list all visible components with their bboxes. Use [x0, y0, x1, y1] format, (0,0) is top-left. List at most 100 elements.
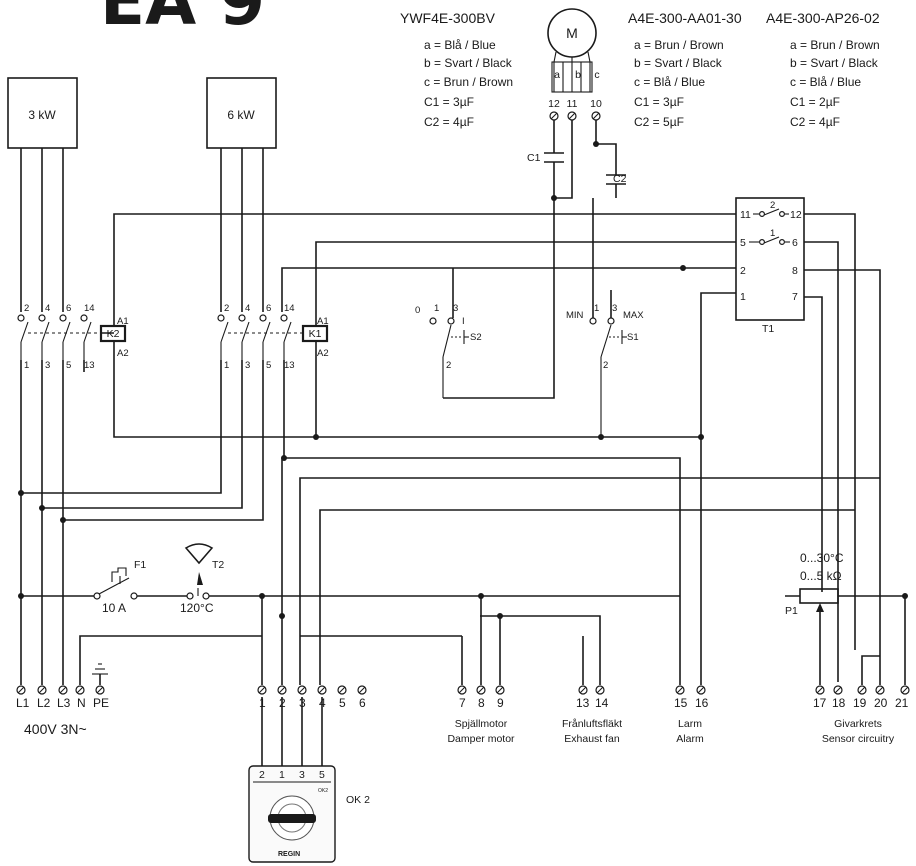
- relay-t1: 11 5 2 1 12 6 8 7 T1 2 1: [735, 197, 805, 335]
- terminal-screw-slot: [816, 686, 824, 694]
- model-name: A4E-300-AP26-02: [766, 10, 880, 26]
- ok2-terminal: 5: [319, 769, 325, 781]
- switch-s2: 0 1 3 I 2 S2: [415, 303, 482, 398]
- t1-terminal: 12: [790, 209, 802, 221]
- k2-bottom-terminal: 3: [45, 360, 50, 371]
- k1-bottom-terminal: 13: [284, 360, 295, 371]
- model-table-3: A4E-300-AP26-02 a = Brun / Brown b = Sva…: [766, 10, 880, 129]
- motor-terminal: 12: [548, 98, 560, 110]
- terminal-number: 2: [279, 696, 286, 710]
- k2-a2: A2: [117, 348, 129, 359]
- terminal-number: 13: [576, 696, 590, 710]
- sensor-resistance-range: 0...5 kΩ: [800, 569, 842, 583]
- model-wire-c: c = Blå / Blue: [790, 75, 861, 89]
- t1-contact-label: 2: [770, 200, 775, 211]
- s2-name: S2: [470, 332, 482, 343]
- s2-label: 2: [446, 360, 451, 371]
- terminal-screws: [16, 685, 910, 695]
- t1-terminal: 8: [792, 265, 798, 277]
- model-name: A4E-300-AA01-30: [628, 10, 742, 26]
- k2-coil-label: K2: [107, 328, 120, 340]
- k1-a1: A1: [317, 316, 329, 327]
- t1-terminal: 7: [792, 291, 798, 303]
- model-c2: C2 = 4µF: [790, 115, 840, 129]
- t1-terminal: 11: [740, 209, 751, 221]
- k2-a1: A1: [117, 316, 129, 327]
- capacitor-c1: C1: [527, 120, 564, 198]
- t1-terminal: 6: [792, 237, 798, 249]
- ok2-small-label: OK2: [318, 788, 328, 794]
- terminal-screw-slot: [496, 686, 504, 694]
- model-wire-c: c = Blå / Blue: [634, 75, 705, 89]
- terminal-supply: L3: [57, 696, 71, 710]
- circuit-wires: [20, 198, 906, 766]
- terminal-screw-slot: [338, 686, 346, 694]
- diagram-title: EA 9: [100, 0, 265, 40]
- k2-bottom-terminal: 13: [84, 360, 95, 371]
- terminal-number: 9: [497, 696, 504, 710]
- group-caption-sv: Frånluftsfläkt: [562, 718, 622, 730]
- ok2-brand: REGIN: [278, 851, 300, 858]
- model-wire-b: b = Svart / Black: [790, 56, 879, 70]
- k1-top-terminal: 6: [266, 303, 271, 314]
- k2-top-terminal: 4: [45, 303, 50, 314]
- model-c2: C2 = 5µF: [634, 115, 684, 129]
- t1-name: T1: [762, 323, 774, 335]
- model-c1: C1 = 2µF: [790, 95, 840, 109]
- group-caption-sv: Larm: [678, 718, 702, 730]
- model-table-2: A4E-300-AA01-30 a = Brun / Brown b = Sva…: [628, 10, 742, 129]
- terminal-number: 5: [339, 696, 346, 710]
- terminal-screw-slot: [96, 686, 104, 694]
- capacitor-label: C1: [527, 152, 541, 164]
- terminal-supply: N: [77, 696, 86, 710]
- k1-bottom-terminal: 5: [266, 360, 271, 371]
- motor-symbol: M: [566, 25, 578, 41]
- group-caption-sv: Spjällmotor: [455, 718, 508, 730]
- model-name: YWF4E-300BV: [400, 10, 496, 26]
- supply-label: 400V 3N~: [24, 721, 87, 737]
- motor-wire-c: c: [594, 69, 599, 81]
- terminal-number: 8: [478, 696, 485, 710]
- group-caption-en: Alarm: [676, 733, 704, 745]
- motor-terminal: 10: [590, 98, 602, 110]
- t1-terminal: 1: [740, 291, 746, 303]
- terminal-supply: PE: [93, 696, 109, 710]
- motor-wire-a: a: [554, 69, 560, 81]
- terminal-number: 4: [319, 696, 326, 710]
- thermostat-t2: T2 120°C: [180, 543, 224, 615]
- k1-top-terminal: 14: [284, 303, 295, 314]
- terminal-screw-slot: [858, 686, 866, 694]
- terminal-number: 7: [459, 696, 466, 710]
- terminal-screw-slot: [596, 686, 604, 694]
- heater-6kw: 6 kW: [206, 77, 277, 149]
- group-caption-en: Exhaust fan: [564, 733, 620, 745]
- s1-label: 2: [603, 360, 608, 371]
- model-wire-a: a = Brun / Brown: [634, 38, 724, 52]
- terminal-supply: L1: [16, 696, 30, 710]
- terminal-number: 16: [695, 696, 709, 710]
- terminal-screw-slot: [458, 686, 466, 694]
- model-c2: C2 = 4µF: [424, 115, 474, 129]
- terminal-supply: L2: [37, 696, 51, 710]
- t1-terminal: 5: [740, 237, 746, 249]
- terminal-screw-slot: [477, 686, 485, 694]
- ok2-terminal: 1: [279, 769, 285, 781]
- group-caption-en: Sensor circuitry: [822, 733, 895, 745]
- s1-label: 3: [612, 303, 617, 314]
- terminal-screw-slot: [358, 686, 366, 694]
- terminal-number: 14: [595, 696, 609, 710]
- model-wire-a: a = Brun / Brown: [790, 38, 880, 52]
- terminal-number: 6: [359, 696, 366, 710]
- k2-top-terminal: 2: [24, 303, 29, 314]
- terminal-screw-slot: [876, 686, 884, 694]
- s1-name: S1: [627, 332, 639, 343]
- terminal-number: 15: [674, 696, 688, 710]
- ok2-name: OK 2: [346, 794, 370, 806]
- sensor-name: P1: [785, 605, 798, 617]
- terminal-screw-slot: [901, 686, 909, 694]
- terminal-screw-slot: [676, 686, 684, 694]
- terminal-screw-slot: [258, 686, 266, 694]
- terminal-screw-slot: [59, 686, 67, 694]
- thermostat-temp: 120°C: [180, 601, 214, 615]
- model-wire-c: c = Brun / Brown: [424, 75, 513, 89]
